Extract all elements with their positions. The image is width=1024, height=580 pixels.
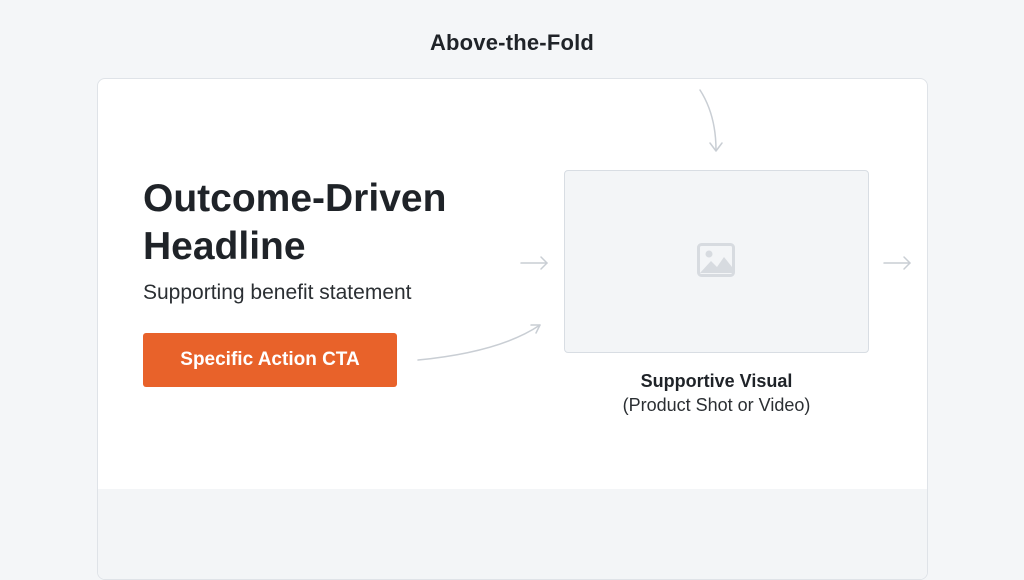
- visual-caption: Supportive Visual (Product Shot or Video…: [564, 369, 869, 417]
- down-arrow-icon: [699, 89, 717, 151]
- hero-subheadline: Supporting benefit statement: [143, 281, 412, 304]
- right-arrow-right-head: [903, 256, 911, 270]
- curved-arrow-head: [530, 324, 541, 334]
- right-arrow-left-head: [540, 256, 548, 270]
- curved-arrow-icon: [417, 324, 541, 361]
- cta-button[interactable]: Specific Action CTA: [143, 333, 397, 387]
- visual-caption-title: Supportive Visual: [640, 371, 793, 391]
- visual-caption-subtitle: (Product Shot or Video): [622, 395, 811, 415]
- image-icon: [697, 243, 735, 277]
- supportive-visual-placeholder: [564, 170, 869, 353]
- hero-headline: Outcome-Driven Headline: [143, 177, 447, 268]
- flow-arrows: [417, 89, 911, 361]
- section-title: Above-the-Fold: [429, 30, 595, 55]
- down-arrow-head: [709, 142, 723, 152]
